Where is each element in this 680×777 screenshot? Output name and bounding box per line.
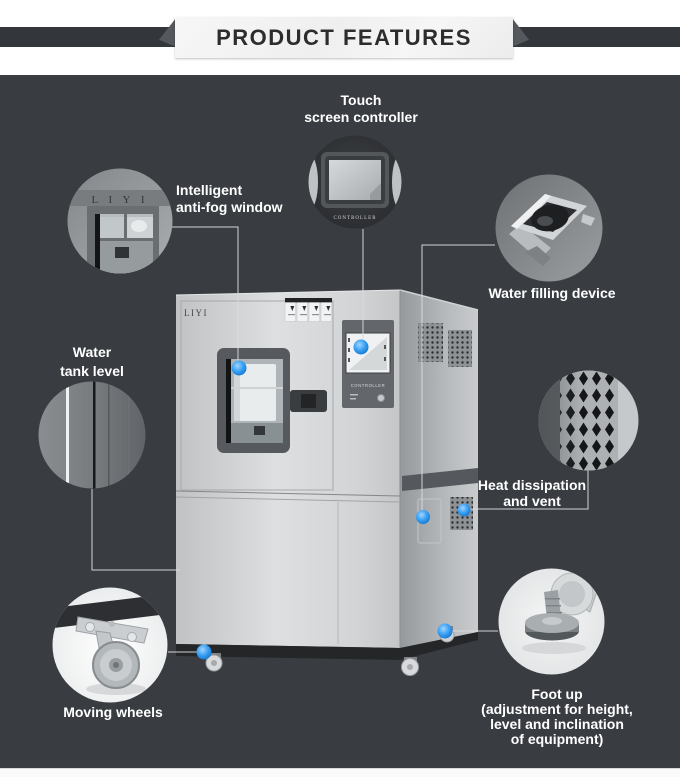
touch-screen-label: Touch screen controller xyxy=(261,92,461,126)
warning-triangle-icon xyxy=(290,306,295,311)
touch-circle-label: CONTROLLER xyxy=(333,216,376,221)
anti-fog-label-line1: Intelligent xyxy=(176,182,243,198)
water-filling-device-photo xyxy=(495,174,603,282)
touch-screen-label-line1: Touch xyxy=(340,92,382,108)
heat-label-line2: and vent xyxy=(503,493,561,509)
anti-fog-window-label: Intelligent anti-fog window xyxy=(176,182,316,216)
warning-triangle-icon xyxy=(326,306,331,311)
water-tank-level-photo xyxy=(38,381,146,489)
warning-stickers xyxy=(284,298,332,322)
machine-base xyxy=(176,632,478,660)
anti-fog-label-line2: anti-fog window xyxy=(176,199,283,215)
heat-dissipation-vent-photo xyxy=(538,370,639,471)
page-title: PRODUCT FEATURES xyxy=(216,25,472,50)
window-brand-letters: L I Y I xyxy=(91,194,148,206)
panel-screen-label: CONTROLLER xyxy=(351,383,386,388)
machine-control-panel: CONTROLLER xyxy=(342,320,394,408)
moving-wheels-label: Moving wheels xyxy=(13,704,213,721)
foot-up-label-line3: level and inclination xyxy=(490,716,624,732)
tank-sight-glass xyxy=(66,381,69,489)
heat-dissipation-label: Heat dissipation and vent xyxy=(432,477,632,509)
machine-brand-logo: LIYI xyxy=(184,308,208,318)
panel-button xyxy=(377,394,385,402)
moving-wheels-photo xyxy=(52,587,168,703)
touch-screen-label-line2: screen controller xyxy=(304,109,418,125)
machine-seam xyxy=(175,490,401,497)
foot-up-label: Foot up (adjustment for height, level an… xyxy=(446,687,668,747)
heat-label-line1: Heat dissipation xyxy=(477,477,587,493)
anti-fog-window-photo: L I Y I xyxy=(67,168,173,274)
water-filling-device-label: Water filling device xyxy=(452,285,652,302)
foot-up-label-line4: of equipment) xyxy=(510,731,604,747)
foot-up-photo xyxy=(498,568,605,675)
warning-triangle-icon xyxy=(314,306,319,311)
touch-screen-controller-photo: CONTROLLER xyxy=(308,135,402,229)
water-tank-level-label: Water tank level xyxy=(12,343,172,381)
title-ribbon: PRODUCT FEATURES xyxy=(175,17,513,58)
water-filling-label-line1: Water filling device xyxy=(488,285,616,301)
water-tank-label-line1: Water xyxy=(72,344,112,360)
water-tank-label-line2: tank level xyxy=(60,363,124,379)
foot-up-label-line2: (adjustment for height, xyxy=(481,701,633,717)
machine-seam xyxy=(175,496,401,503)
machine-door-handle xyxy=(290,390,327,412)
moving-wheels-label-line1: Moving wheels xyxy=(63,704,163,720)
bottom-strip xyxy=(0,768,680,777)
side-vent-grid xyxy=(448,330,472,367)
machine-door-outline xyxy=(180,300,334,491)
foot-up-label-line1: Foot up xyxy=(531,686,583,702)
warning-triangle-icon xyxy=(302,306,307,311)
machine-viewing-window xyxy=(217,348,290,453)
side-vent-grid xyxy=(418,323,443,362)
